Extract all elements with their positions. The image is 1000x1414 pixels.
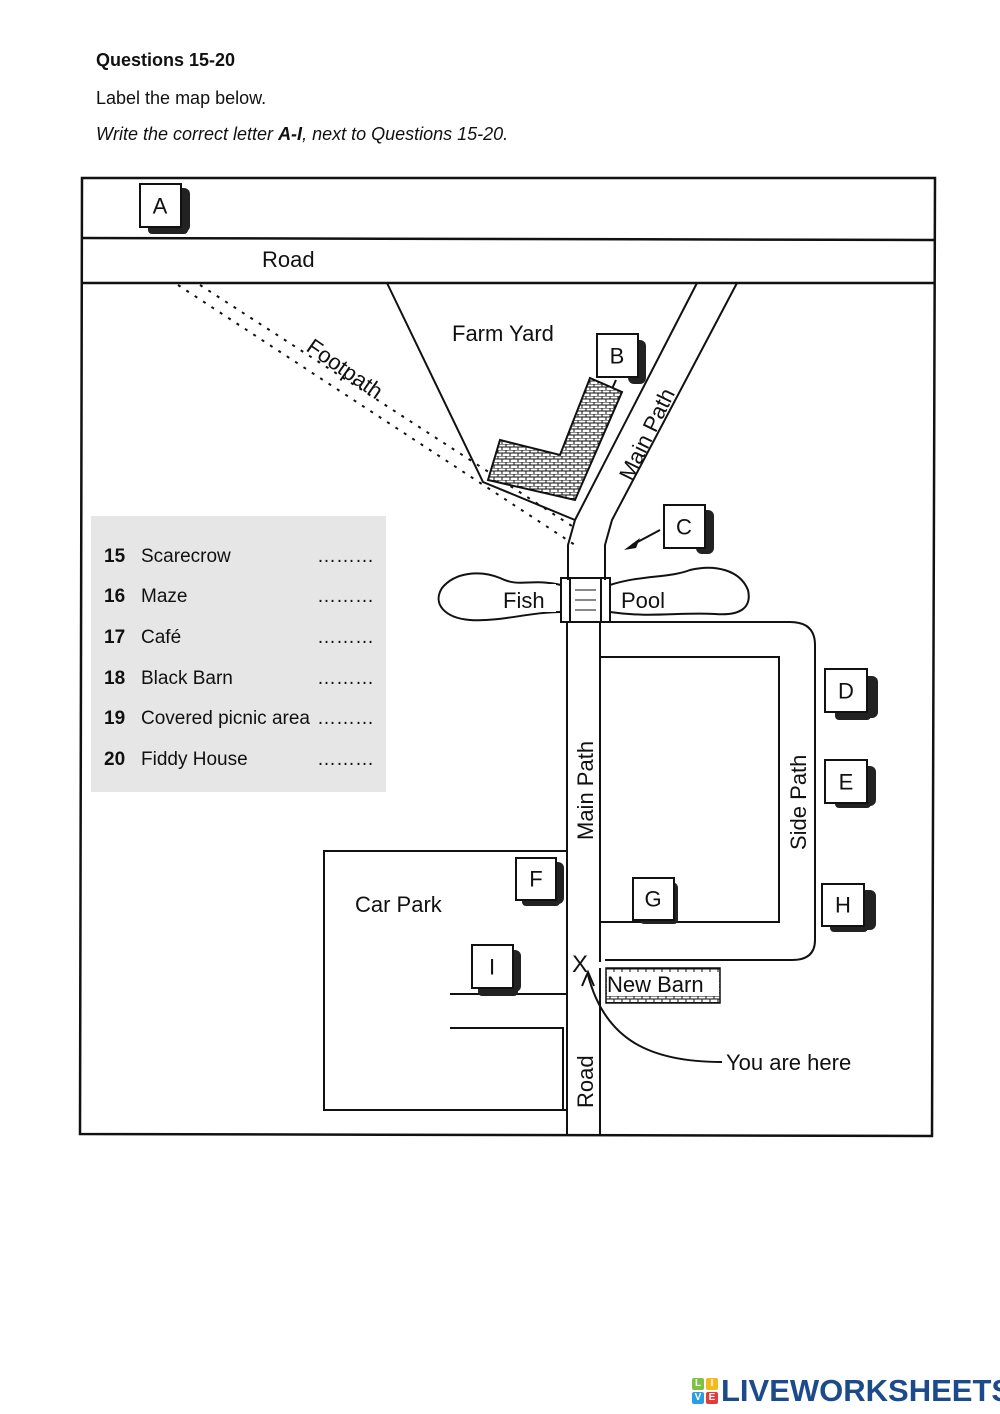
- letter-i: I: [489, 955, 495, 980]
- fish-pool-right: [609, 566, 750, 616]
- fish-pool-left: [437, 572, 562, 622]
- question-number: 17: [104, 627, 126, 648]
- brand-name: LIVEWORKSHEETS: [721, 1373, 1000, 1408]
- instruction-text: Label the map below.: [96, 88, 267, 108]
- question-label: Maze: [141, 586, 188, 607]
- map-border: [78, 176, 937, 1138]
- main-path-upper-label: Main Path: [614, 384, 680, 484]
- question-row: 20 Fiddy House ………: [104, 748, 374, 772]
- letter-box-a: A: [139, 183, 190, 234]
- question-label: Fiddy House: [141, 749, 248, 770]
- logo-cell-e: E: [706, 1392, 718, 1404]
- car-park-boundary: [323, 850, 567, 1111]
- question-number: 20: [104, 749, 126, 770]
- letter-box-h: H: [821, 883, 876, 932]
- question-row: 17 Café ………: [104, 626, 374, 650]
- black-barn-building: [486, 376, 624, 502]
- side-path-outer: [605, 621, 816, 961]
- footpath-line-2: [199, 284, 576, 529]
- question-row: 18 Black Barn ………: [104, 667, 374, 691]
- letter-box-e: E: [824, 759, 876, 808]
- car-park-label: Car Park: [355, 892, 443, 917]
- letter-e: E: [839, 770, 854, 795]
- logo-cell-i: I: [706, 1378, 718, 1390]
- letter-d: D: [838, 679, 854, 704]
- x-marker: X: [572, 951, 588, 978]
- farm-yard-label: Farm Yard: [452, 321, 554, 346]
- logo-icon: L I V E: [692, 1378, 718, 1404]
- question-label: Black Barn: [141, 668, 233, 689]
- footpath-label: Footpath: [302, 334, 387, 404]
- you-are-here-arrow: [587, 974, 723, 1063]
- question-row: 16 Maze ………: [104, 585, 374, 609]
- sub-instruction-suffix: , next to Questions 15-20.: [302, 124, 509, 144]
- question-label: Covered picnic area: [141, 708, 310, 729]
- letter-a: A: [153, 194, 168, 219]
- answer-field[interactable]: ………: [317, 708, 374, 729]
- answer-field[interactable]: ………: [317, 586, 374, 607]
- letter-box-f: F: [515, 857, 564, 906]
- answer-field[interactable]: ………: [317, 627, 374, 648]
- answer-field[interactable]: ………: [317, 668, 374, 689]
- you-are-here-label: You are here: [726, 1050, 851, 1075]
- question-number: 16: [104, 586, 126, 607]
- bridge: [560, 577, 611, 623]
- letter-box-b: B: [596, 333, 646, 384]
- logo-cell-l: L: [692, 1378, 704, 1390]
- letter-c: C: [676, 515, 692, 540]
- letter-range: A-I: [278, 124, 303, 144]
- liveworksheets-logo: L I V E LIVEWORKSHEETS: [692, 1373, 1000, 1408]
- car-park-entry-bottom: [450, 1027, 564, 1110]
- questions-panel: 15 Scarecrow ……… 16 Maze ……… 17 Café …………: [91, 516, 386, 792]
- sub-instruction-prefix: Write the correct letter: [96, 124, 279, 144]
- question-label: Scarecrow: [141, 546, 231, 567]
- letter-g: G: [644, 887, 661, 912]
- letter-box-i: I: [471, 944, 521, 996]
- farm-yard-boundary: [386, 282, 576, 521]
- road-top-edge: [81, 236, 936, 242]
- question-label: Café: [141, 627, 182, 648]
- logo-cell-v: V: [692, 1392, 704, 1404]
- road-bottom-label: Road: [573, 1055, 598, 1108]
- letter-h: H: [835, 893, 851, 918]
- main-path-upper-right: [604, 282, 738, 580]
- inner-field: [599, 656, 780, 923]
- question-row: 19 Covered picnic area ………: [104, 707, 374, 731]
- question-row: 15 Scarecrow ………: [104, 545, 374, 569]
- answer-field[interactable]: ………: [317, 749, 374, 770]
- new-barn-label: New Barn: [607, 972, 704, 997]
- letter-box-c: C: [663, 504, 714, 554]
- question-number: 15: [104, 546, 126, 567]
- sub-instruction-text: Write the correct letter A-I, next to Qu…: [96, 124, 508, 145]
- questions-title: Questions 15-20: [96, 50, 236, 70]
- letter-box-g: G: [632, 877, 678, 924]
- question-number: 18: [104, 668, 126, 689]
- fish-label: Fish: [503, 588, 545, 613]
- main-path-upper-left: [567, 282, 698, 580]
- road-top-label: Road: [262, 247, 315, 272]
- letter-b: B: [610, 344, 625, 369]
- side-path-label: Side Path: [786, 755, 811, 850]
- pool-label: Pool: [621, 588, 665, 613]
- letter-f: F: [529, 867, 542, 892]
- letter-box-d: D: [824, 668, 878, 720]
- main-path-lower-label: Main Path: [573, 741, 598, 840]
- answer-field[interactable]: ………: [317, 546, 374, 567]
- question-number: 19: [104, 708, 126, 729]
